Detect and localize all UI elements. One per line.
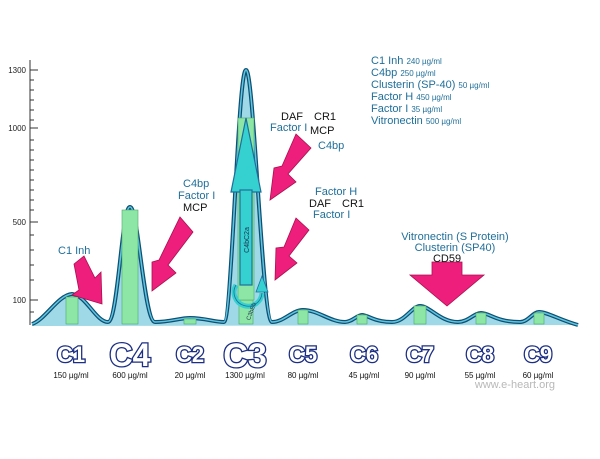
arrow-terminal [408, 261, 486, 307]
bar-c2 [183, 318, 197, 325]
label-daf-a: DAF [281, 111, 303, 123]
bar-c6 [356, 314, 368, 325]
conc-c8: 55 µg/ml [465, 371, 496, 380]
bar-c1 [65, 296, 79, 325]
conc-c6: 45 µg/ml [349, 371, 380, 380]
bar-c5 [297, 309, 309, 325]
conc-c5: 80 µg/ml [288, 371, 319, 380]
bar-c8 [475, 312, 487, 325]
legend-item: C4bp 250 µg/ml [371, 67, 436, 79]
component-concentrations: 150 µg/ml 600 µg/ml 20 µg/ml 1300 µg/ml … [53, 371, 553, 380]
legend-item: Vitronectin 500 µg/ml [371, 115, 461, 127]
label-cd59: CD59 [433, 253, 461, 265]
component-c1: C1 [57, 342, 85, 367]
c3-arrow-label-upper: C4bC2a [244, 227, 251, 253]
legend-item: Factor I 35 µg/ml [371, 103, 442, 115]
label-c4bp: C4bp [183, 178, 209, 190]
label-vitronectin: Vitronectin (S Protein) [401, 231, 508, 243]
label-factor-i-c: Factor I [313, 209, 350, 221]
curve-outline-outer [31, 67, 579, 327]
component-c5: C5 [289, 342, 317, 367]
arrow-c4bp [151, 216, 194, 292]
regulator-legend: C1 Inh 240 µg/ml C4bp 250 µg/ml Clusteri… [371, 55, 489, 127]
y-tick-100: 100 [13, 296, 27, 305]
arrow-c1-inh [71, 255, 103, 305]
label-factor-i-a: Factor I [178, 190, 215, 202]
label-factor-h: Factor H [315, 186, 357, 198]
conc-c7: 90 µg/ml [405, 371, 436, 380]
curve-outline-inner [31, 69, 579, 326]
y-tick-1000: 1000 [8, 124, 26, 133]
component-c6: C6 [350, 342, 378, 367]
arrow-c3-upper [269, 133, 312, 201]
y-axis: 1300 1000 500 100 [8, 60, 38, 325]
conc-c9: 60 µg/ml [523, 371, 554, 380]
curve-fill [32, 69, 578, 326]
label-c1-inh: C1 Inh [58, 245, 90, 257]
component-c2: C2 [176, 342, 204, 367]
label-c4bp-b: C4bp [318, 140, 344, 152]
conc-c3: 1300 µg/ml [225, 371, 265, 380]
component-c3: C3 [223, 337, 266, 375]
concentration-curve [31, 67, 579, 327]
label-daf-b: DAF [309, 198, 331, 210]
inhibitor-arrows [71, 133, 486, 307]
conc-c2: 20 µg/ml [175, 371, 206, 380]
legend-item: Clusterin (SP-40) 50 µg/ml [371, 79, 489, 91]
conc-c4: 600 µg/ml [112, 371, 148, 380]
label-factor-i-b: Factor I [270, 122, 307, 134]
label-cr1-a: CR1 [314, 111, 336, 123]
component-c9: C9 [524, 342, 552, 367]
legend-item: Factor H 450 µg/ml [371, 91, 452, 103]
label-mcp-a: MCP [183, 202, 207, 214]
bar-c9 [533, 312, 545, 325]
watermark: www.e-heart.org [474, 379, 555, 391]
component-c4: C4 [110, 337, 151, 373]
component-c8: C8 [466, 342, 494, 367]
label-mcp-b: MCP [310, 125, 334, 137]
label-cr1-b: CR1 [342, 198, 364, 210]
bar-c7 [413, 305, 427, 325]
c3-arrow-shaft [239, 189, 253, 286]
legend-item: C1 Inh 240 µg/ml [371, 55, 442, 67]
component-c7: C7 [406, 342, 434, 367]
conc-c1: 150 µg/ml [53, 371, 89, 380]
c3-convertase-arrow: C4bC2a C3bBb [230, 117, 269, 321]
component-labels: C1 C4 C2 C3 C5 C6 C7 C8 C9 [56, 336, 554, 377]
regulator-labels: C1 Inh C4bp Factor I MCP DAF CR1 Factor … [58, 111, 509, 265]
label-clusterin: Clusterin (SP40) [415, 242, 496, 254]
bar-c4 [121, 209, 139, 325]
arrow-c3-lower [274, 217, 310, 281]
y-tick-1300: 1300 [8, 66, 26, 75]
y-tick-500: 500 [13, 218, 27, 227]
